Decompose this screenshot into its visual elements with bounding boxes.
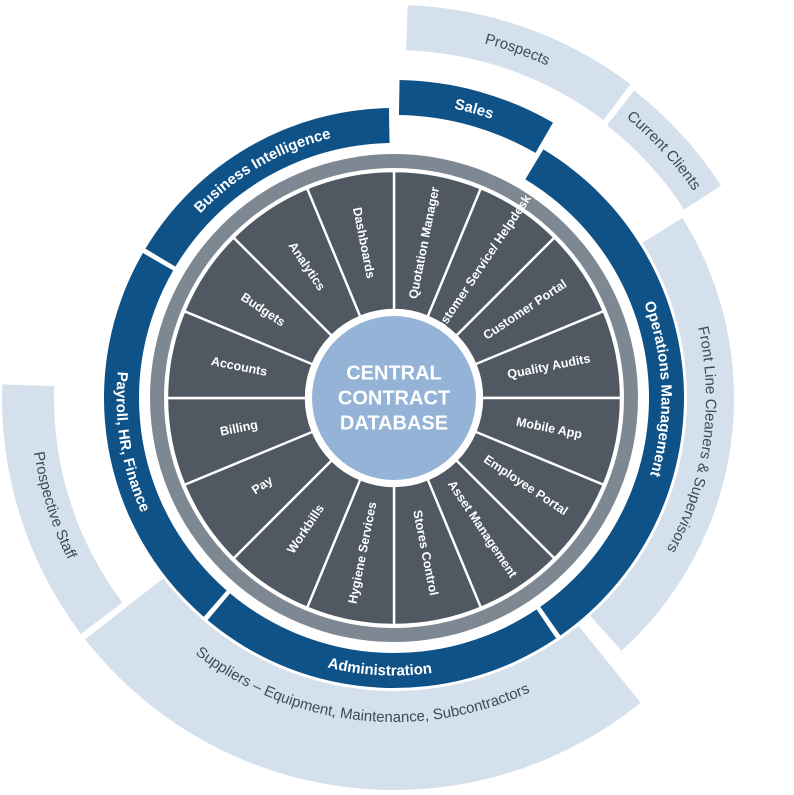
- central-database: CENTRAL CONTRACT DATABASE: [308, 312, 480, 484]
- department-segment-administration: [207, 593, 557, 689]
- outer-segment-suppliers-equipment-maintenance-subcontractors: [85, 578, 641, 790]
- outer-segment-current-clients: [607, 90, 722, 210]
- module-dashboards-segment: [305, 169, 396, 318]
- central-database-title-line: CENTRAL: [346, 362, 442, 384]
- outer-segment-prospective-staff: [2, 384, 123, 634]
- department-segment-business-intelligence: [145, 108, 390, 267]
- central-database-disc: [312, 316, 476, 480]
- department-segment-operations-management: [525, 149, 684, 636]
- outer-segment-prospects: [406, 5, 631, 121]
- department-segment-sales: [398, 80, 553, 153]
- central-database-title-line: CONTRACT: [338, 387, 450, 409]
- department-segment-payroll-hr-finance: [103, 253, 227, 617]
- outer-segment-front-line-cleaners-supervisors: [590, 217, 734, 651]
- central-database-title-line: DATABASE: [340, 412, 448, 434]
